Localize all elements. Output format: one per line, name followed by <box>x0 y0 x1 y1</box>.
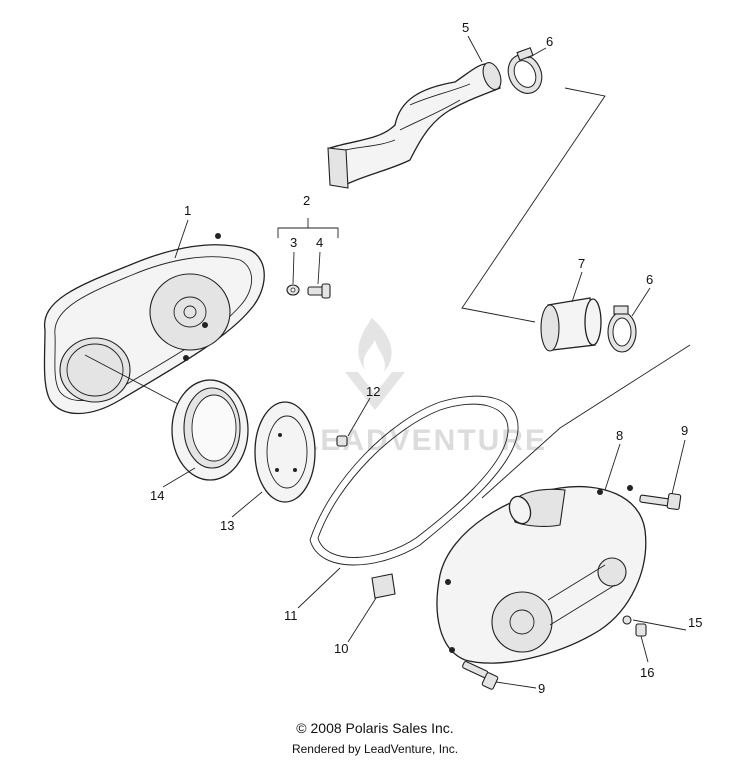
callout-10: 10 <box>334 641 348 656</box>
callout-8: 8 <box>616 428 623 443</box>
part-6-hose-clamp-lower <box>607 305 637 353</box>
callout-labels: 1 2 3 4 5 6 6 7 8 9 9 10 11 12 13 14 15 … <box>150 20 702 696</box>
separator-lines <box>461 87 691 499</box>
callout-13: 13 <box>220 518 234 533</box>
watermark-flame-icon <box>358 318 392 372</box>
callout-9-upper: 9 <box>681 423 688 438</box>
part-1-inner-cover <box>43 233 265 415</box>
callout-4: 4 <box>316 235 323 250</box>
callout-14: 14 <box>150 488 164 503</box>
leader-lines <box>162 35 687 689</box>
part-9-bolt-upper <box>639 492 682 511</box>
callout-16: 16 <box>640 665 654 680</box>
part-16-nut <box>635 623 647 637</box>
callout-12: 12 <box>366 384 380 399</box>
part-12-fastener <box>336 435 348 447</box>
part-3-washer <box>286 284 300 296</box>
part-7-seal-sleeve <box>540 297 602 352</box>
callout-3: 3 <box>290 235 297 250</box>
callout-5: 5 <box>462 20 469 35</box>
part-13-gasket <box>254 401 316 503</box>
callout-15: 15 <box>688 615 702 630</box>
rendered-by-text: Rendered by LeadVenture, Inc. <box>291 742 459 756</box>
part-11-drive-belt <box>309 395 519 566</box>
part-5-intake-duct <box>327 62 502 189</box>
copyright-text: © 2008 Polaris Sales Inc. <box>296 720 454 736</box>
part-15-washer <box>622 615 632 625</box>
part-2-bracket <box>277 218 339 238</box>
part-6-hose-clamp-top <box>507 47 543 94</box>
callout-11: 11 <box>284 608 298 623</box>
callout-6-lower: 6 <box>646 272 653 287</box>
part-9-bolt-lower <box>462 660 499 690</box>
callout-2: 2 <box>303 193 310 208</box>
callout-9-lower: 9 <box>538 681 545 696</box>
part-4-bolt <box>307 283 331 299</box>
watermark-chevron-icon <box>345 372 405 410</box>
callout-6-top: 6 <box>546 34 553 49</box>
part-14-seal <box>171 379 249 481</box>
callout-7: 7 <box>578 256 585 271</box>
callout-1: 1 <box>184 203 191 218</box>
part-10-label <box>371 573 396 599</box>
part-8-outer-cover <box>436 485 647 664</box>
